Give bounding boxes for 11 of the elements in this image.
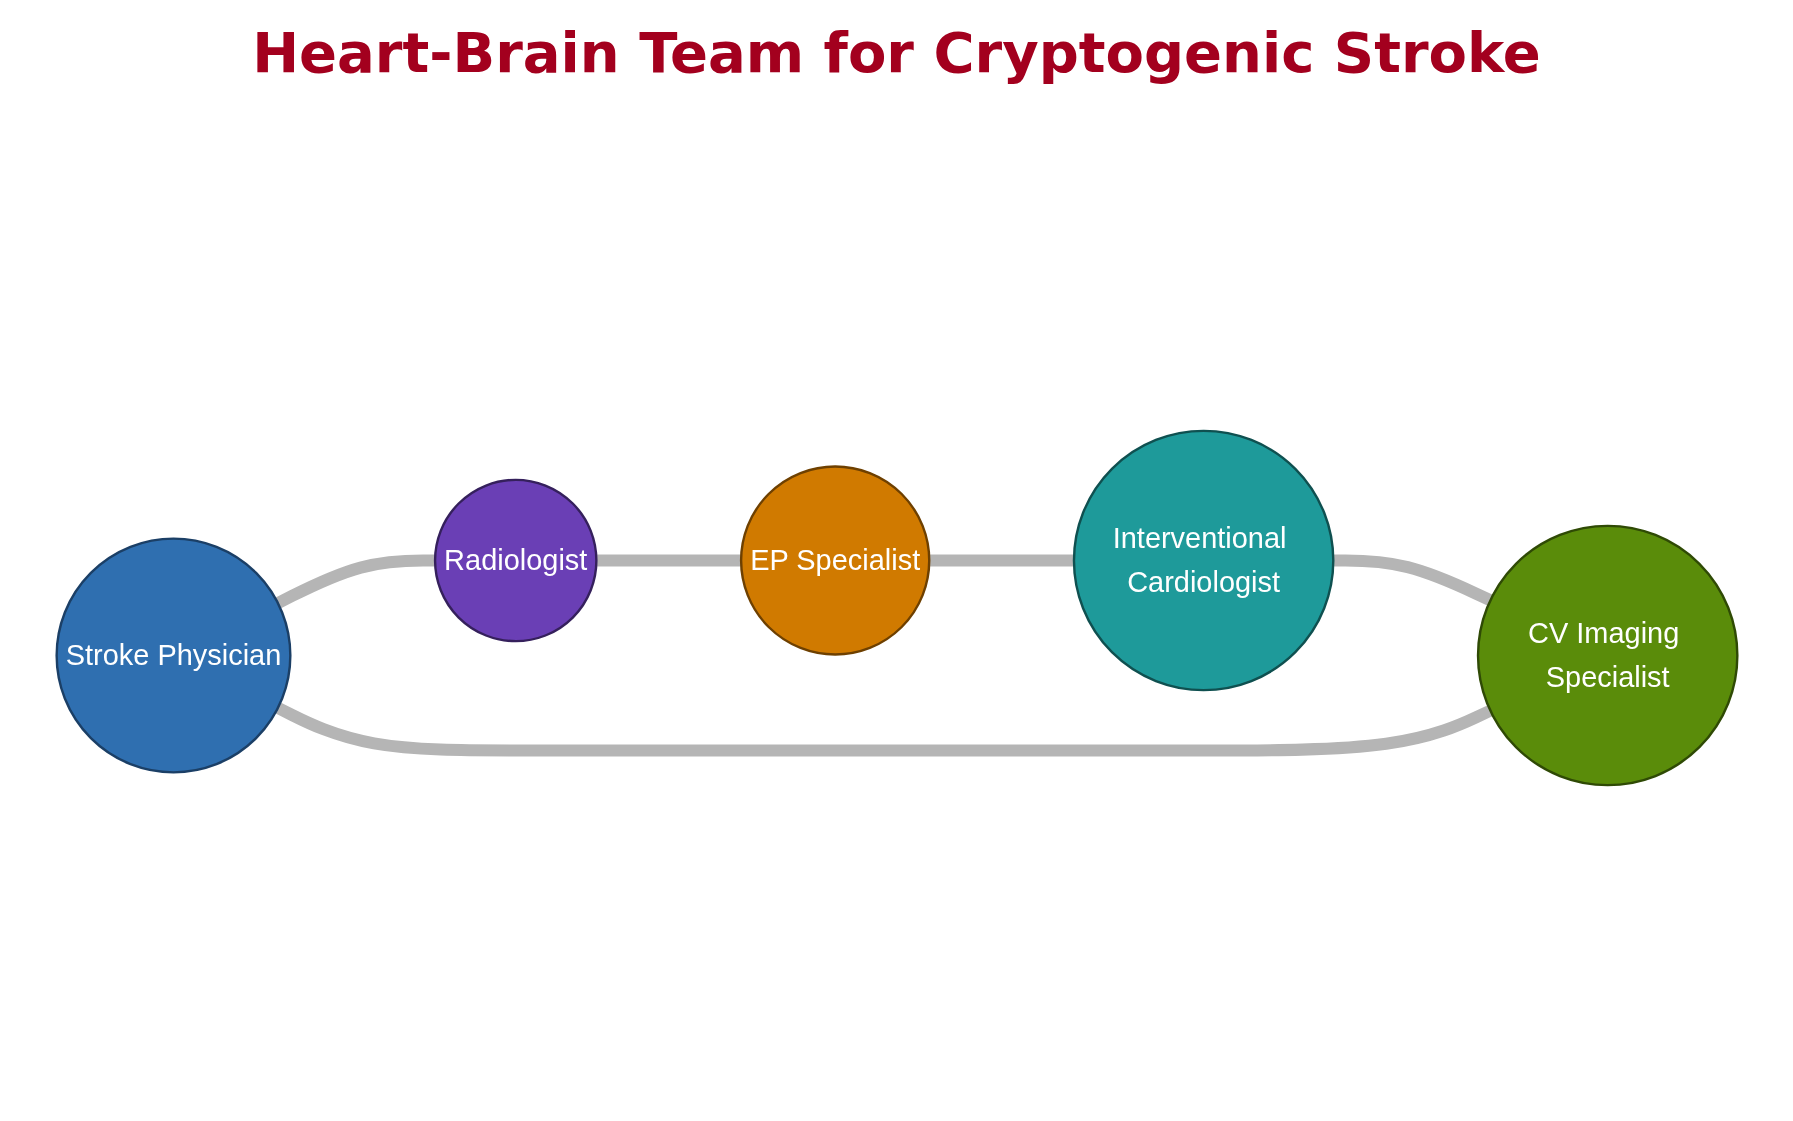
connector: [928, 554, 1074, 567]
node-circle: CV Imaging Specialist: [1476, 524, 1739, 787]
node-circle: Radiologist: [433, 478, 598, 643]
diagram-title: Heart-Brain Team for Cryptogenic Stroke: [252, 20, 1541, 85]
node-circle: Interventional Cardiologist: [1072, 429, 1334, 692]
connector: [274, 702, 1493, 757]
node-circle: EP Specialist: [739, 465, 930, 656]
connector: [1332, 554, 1493, 606]
connector: [274, 554, 435, 609]
connector: [595, 554, 741, 567]
node-circle: Stroke Physician: [54, 537, 292, 774]
